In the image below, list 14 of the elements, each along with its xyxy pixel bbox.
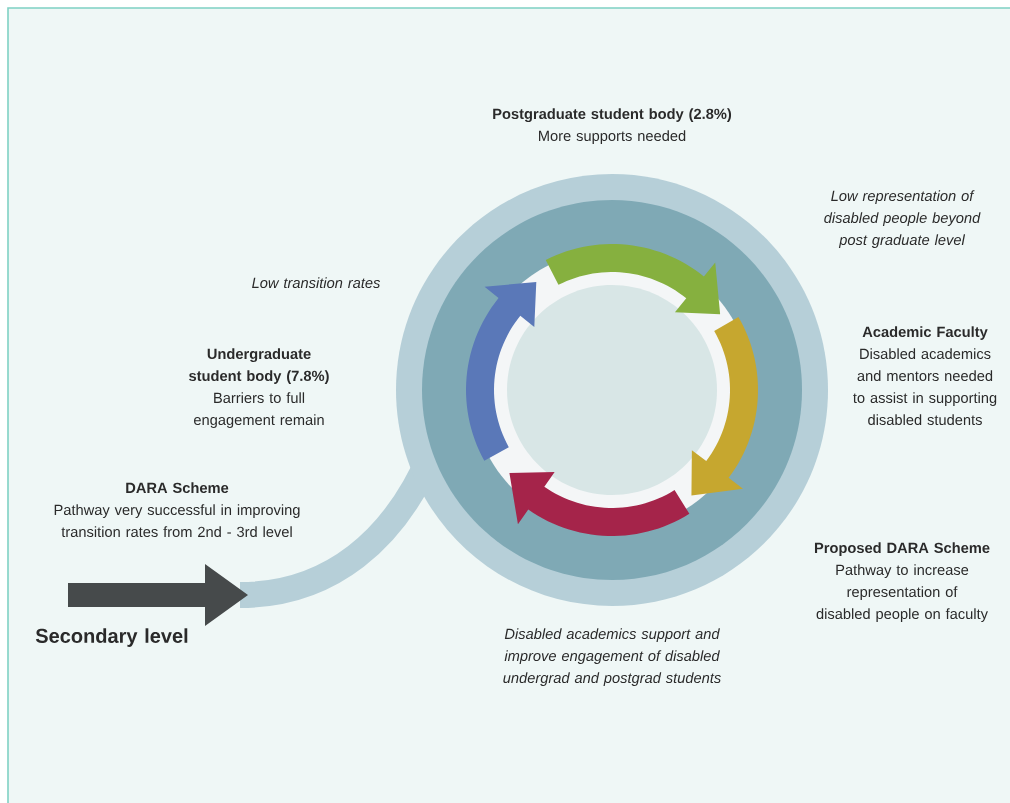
body-text: Disabled academics and mentors needed to assist in supporting disabled students (853, 348, 997, 426)
note-text: Disabled academics support and improve engagement of disabled undergrad and postgrad students (503, 628, 721, 686)
body-text: More supports needed (539, 130, 686, 144)
heading-text: Proposed DARA Scheme (814, 542, 990, 556)
body-text: Pathway to increase representation of disabled people on faculty (816, 564, 988, 622)
stage-label: Secondary level (35, 628, 188, 647)
note-text: Low transition rates (252, 277, 381, 289)
note-text: Low representation of disabled people beyond post graduate level (824, 190, 981, 248)
body-text: Barriers to full engagement remain (194, 392, 324, 428)
body-text: Pathway very successful in improving transition rates from 2nd - 3rd level (54, 504, 300, 538)
heading-text: DARA Scheme (126, 482, 229, 494)
heading-text: Postgraduate student body (2.8%) (493, 108, 732, 122)
heading-text: Academic Faculty (862, 326, 988, 340)
heading-text: Undergraduate student body (7.8%) (189, 348, 329, 384)
